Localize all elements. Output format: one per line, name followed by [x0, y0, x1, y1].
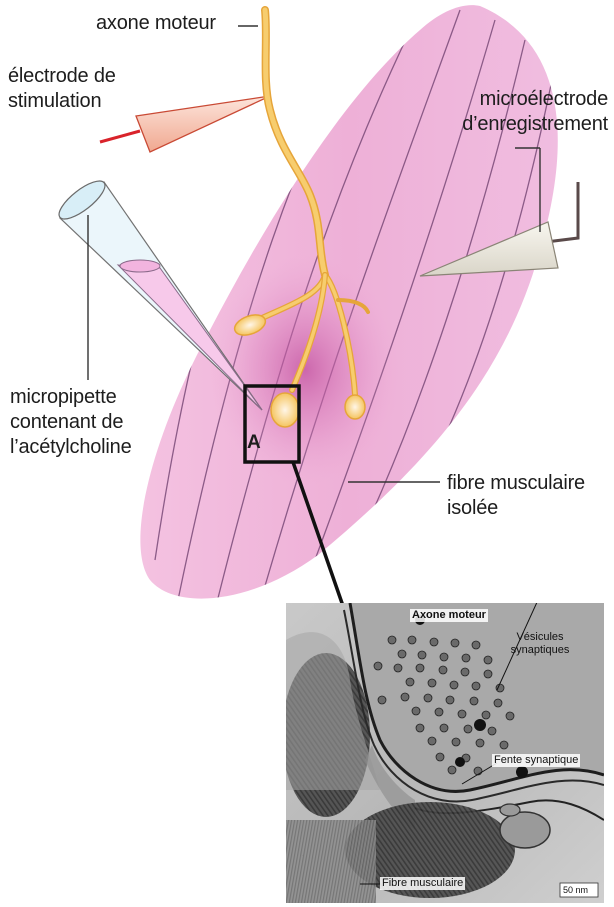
label-stim-line2: stimulation: [8, 89, 116, 114]
em-label-motor-axon: Axone moteur: [410, 609, 488, 622]
label-fiber-line2: isolée: [447, 496, 585, 521]
em-label-vesicles: Vésicules synaptiques: [504, 631, 576, 657]
label-motor-axon: axone moteur: [96, 11, 216, 36]
label-rec-line2: d’enregistrement: [450, 112, 608, 137]
em-vesicles-line1: Vésicules: [504, 631, 576, 644]
em-scale-bar-label: 50 nm: [563, 884, 588, 897]
label-pipette-line1: micropipette: [10, 385, 132, 410]
label-rec-line1: microélectrode: [450, 87, 608, 112]
em-vesicles-line2: synaptiques: [504, 644, 576, 657]
label-micropipette: micropipette contenant de l’acétylcholin…: [10, 385, 132, 460]
label-pipette-line2: contenant de: [10, 410, 132, 435]
zone-marker-a: A: [247, 430, 261, 455]
label-recording-microelectrode: microélectrode d’enregistrement: [450, 87, 608, 137]
stimulation-electrode-drawing: [100, 96, 270, 152]
em-label-synaptic-cleft: Fente synaptique: [492, 754, 580, 767]
em-label-muscle-fiber: Fibre musculaire: [380, 877, 465, 890]
synapse-glow: [210, 255, 400, 485]
label-muscle-fiber: fibre musculaire isolée: [447, 471, 585, 521]
label-pipette-line3: l’acétylcholine: [10, 435, 132, 460]
label-fiber-line1: fibre musculaire: [447, 471, 585, 496]
label-stim-line1: électrode de: [8, 64, 116, 89]
label-stimulation-electrode: électrode de stimulation: [8, 64, 116, 114]
